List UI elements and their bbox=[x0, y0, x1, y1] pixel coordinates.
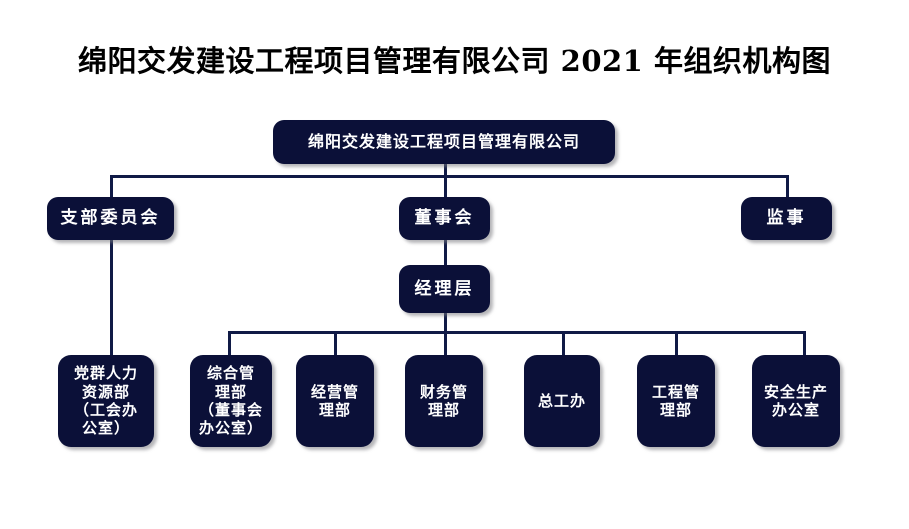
connector-to-supervisor bbox=[786, 175, 789, 197]
org-node-finance-management-department-label: 财务管 理部 bbox=[419, 382, 468, 419]
org-node-business-management-department[interactable]: 经营管 理部 bbox=[296, 355, 374, 447]
org-node-management-layer[interactable]: 经理层 bbox=[399, 265, 490, 313]
org-node-party-branch-committee-label: 支部委员会 bbox=[60, 208, 161, 229]
org-node-general-management-department[interactable]: 综合管 理部 （董事会 办公室） bbox=[190, 355, 272, 447]
org-node-business-management-department-label: 经营管 理部 bbox=[310, 382, 359, 419]
org-node-party-hr-department-label: 党群人力 资源部 （工会办 公室） bbox=[73, 364, 138, 438]
org-node-board-of-directors[interactable]: 董事会 bbox=[399, 197, 490, 240]
org-node-management-layer-label: 经理层 bbox=[414, 278, 475, 299]
org-node-root-label: 绵阳交发建设工程项目管理有限公司 bbox=[307, 132, 580, 152]
org-node-chief-engineer-office[interactable]: 总工办 bbox=[524, 355, 600, 447]
org-node-engineering-management-department[interactable]: 工程管 理部 bbox=[637, 355, 715, 447]
org-node-board-of-directors-label: 董事会 bbox=[414, 208, 475, 229]
page-title: 绵阳交发建设工程项目管理有限公司 2021 年组织机构图 bbox=[78, 44, 831, 78]
connector-departments-bus bbox=[228, 331, 806, 334]
org-node-safety-production-office-label: 安全生产 办公室 bbox=[763, 382, 828, 419]
connector-to-dept-7 bbox=[803, 331, 806, 355]
connector-board-to-manager bbox=[444, 240, 447, 265]
connector-to-dept-5 bbox=[562, 331, 565, 355]
connector-level2-bus bbox=[110, 175, 789, 178]
org-node-engineering-management-department-label: 工程管 理部 bbox=[651, 382, 700, 419]
org-node-supervisor[interactable]: 监事 bbox=[741, 197, 832, 240]
org-node-general-management-department-label: 综合管 理部 （董事会 办公室） bbox=[198, 364, 263, 438]
connector-to-branch bbox=[110, 175, 113, 197]
connector-to-dept-4 bbox=[444, 331, 447, 355]
org-node-finance-management-department[interactable]: 财务管 理部 bbox=[405, 355, 483, 447]
org-node-supervisor-label: 监事 bbox=[766, 208, 807, 229]
org-node-safety-production-office[interactable]: 安全生产 办公室 bbox=[752, 355, 840, 447]
connector-to-board bbox=[444, 175, 447, 197]
connector-root-down bbox=[444, 163, 447, 177]
connector-to-dept-6 bbox=[675, 331, 678, 355]
org-node-root[interactable]: 绵阳交发建设工程项目管理有限公司 bbox=[273, 120, 615, 164]
connector-branch-to-party-dept bbox=[110, 240, 113, 355]
org-node-party-hr-department[interactable]: 党群人力 资源部 （工会办 公室） bbox=[58, 355, 154, 447]
org-node-chief-engineer-office-label: 总工办 bbox=[537, 391, 586, 410]
org-node-party-branch-committee[interactable]: 支部委员会 bbox=[47, 197, 174, 240]
connector-to-dept-2 bbox=[228, 331, 231, 355]
connector-manager-down bbox=[444, 313, 447, 333]
connector-to-dept-3 bbox=[334, 331, 337, 355]
